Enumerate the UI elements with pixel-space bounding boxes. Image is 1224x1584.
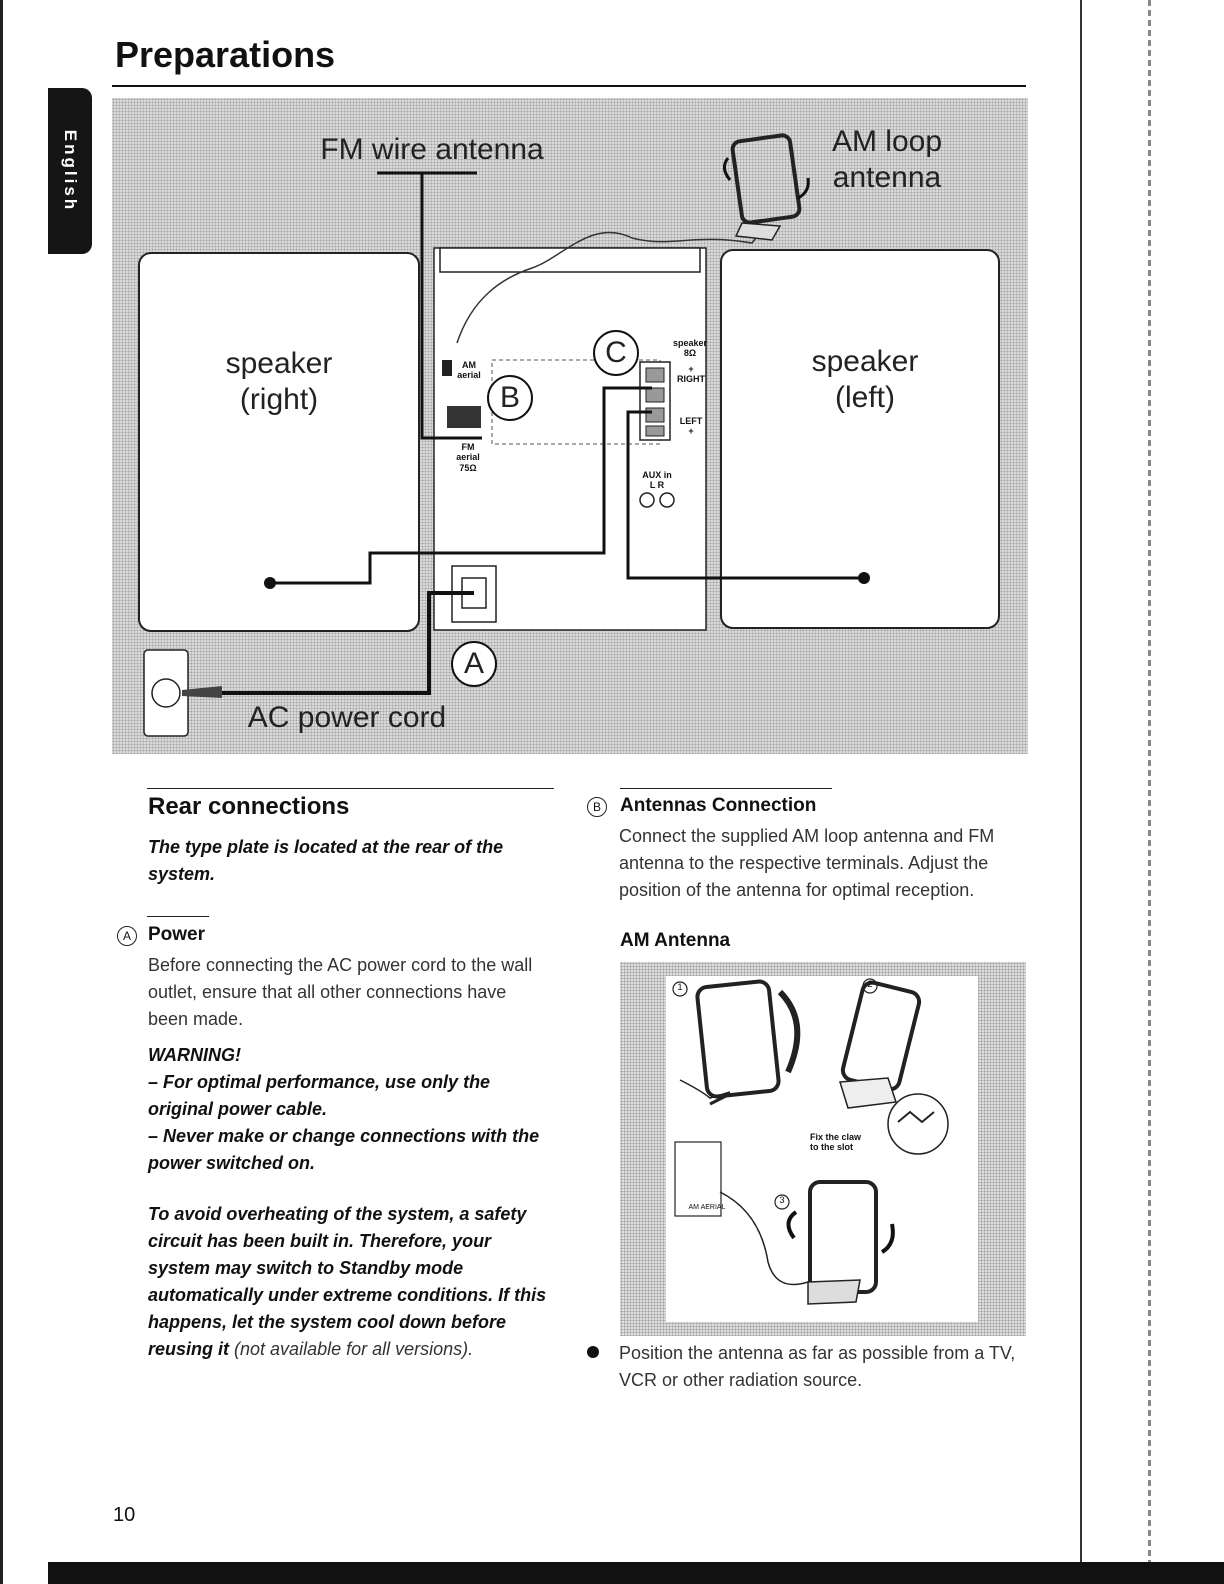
page-title: Preparations (115, 34, 336, 75)
marker-a: A (463, 647, 484, 680)
speaker-8-ohm-label: speaker 8Ω (672, 338, 708, 359)
ac-cord (222, 591, 474, 695)
title-rule (112, 85, 1026, 87)
am-antenna-figure: 1 2 3 Fix the claw to the slot AM AERIAL (620, 962, 1026, 1336)
language-tab-label: English (61, 129, 80, 213)
language-tab: English (48, 88, 92, 254)
plug (182, 686, 222, 698)
step-2-label: 2 (867, 979, 873, 989)
antennas-rule (620, 788, 832, 789)
position-antenna-text: Position the antenna as far as possible … (619, 1343, 1016, 1390)
scan-edge (0, 0, 3, 1584)
speaker-right-cable (270, 386, 652, 585)
aux-in-label: AUX in L R (642, 470, 672, 491)
rear-connections-rule (147, 788, 554, 789)
warning-item-2: – Never make or change connections with … (148, 1126, 540, 1173)
am-terminal (442, 360, 452, 376)
connection-diagram: FM wire antenna AM loop antenna speaker … (112, 98, 1028, 754)
marker-c-circle (593, 330, 639, 376)
fm-aerial-label: FM aerial 75Ω (456, 442, 480, 473)
speaker-left-box (720, 249, 1000, 629)
step-3-label: 3 (779, 1195, 785, 1205)
right-margin-strip (1148, 0, 1151, 1584)
am-antenna-heading: AM Antenna (620, 930, 731, 951)
am-loop (730, 133, 802, 225)
marker-c: C (605, 336, 627, 369)
type-plate-note: The type plate is located at the rear of… (148, 837, 504, 884)
fm-wire (377, 171, 482, 440)
antennas-text: Connect the supplied AM loop antenna and… (619, 826, 995, 900)
power-text: Before connecting the AC power cord to t… (148, 955, 533, 1029)
right-margin-rule (1080, 0, 1082, 1584)
antennas-marker: B (587, 797, 607, 817)
fm-antenna-label: FM wire antenna (320, 133, 544, 166)
connection-diagram-drawing (138, 133, 1000, 737)
speaker-right-box (138, 252, 420, 632)
am-antenna-steps-drawing (672, 978, 949, 1305)
warning-title: WARNING! (148, 1045, 241, 1065)
am-antenna-label: AM loop antenna (831, 125, 943, 194)
am-aerial-label: AM aerial (457, 360, 481, 381)
marker-a-circle (451, 641, 497, 687)
right-terminal-label: + RIGHT (677, 364, 705, 385)
fm-terminal (447, 406, 481, 428)
am-loop-base (734, 222, 782, 241)
power-heading: Power (148, 924, 206, 945)
power-rule (147, 916, 209, 917)
marker-b: B (499, 381, 520, 414)
am-rotate-arrow-left (723, 157, 732, 181)
speaker-left-label: speaker (left) (811, 345, 919, 414)
am-aerial-step-label: AM AERIAL (688, 1204, 726, 1211)
main-unit-top (439, 247, 701, 273)
am-rotate-arrow-right (797, 177, 810, 200)
warning-item-1: – For optimal performance, use only the … (148, 1072, 491, 1119)
marker-b-circle (487, 375, 533, 421)
overheat-bold-text: To avoid overheating of the system, a sa… (148, 1204, 547, 1359)
wall-outlet (143, 649, 189, 737)
antennas-heading: Antennas Connection (620, 795, 817, 816)
step-1-label: 1 (677, 982, 683, 992)
overheat-note: (not available for all versions). (234, 1339, 474, 1359)
speaker-right-label: speaker (right) (225, 347, 333, 416)
left-terminal-label: LEFT + (679, 416, 703, 437)
ac-power-cord-label: AC power cord (247, 701, 447, 734)
fix-claw-label: Fix the claw to the slot (810, 1132, 862, 1153)
am-wire (456, 229, 763, 344)
speaker-left-cable (626, 410, 864, 580)
bottom-scan-bar (48, 1562, 1224, 1584)
page-number: 10 (113, 1504, 136, 1526)
bullet-dot (587, 1346, 599, 1358)
rear-connections-heading: Rear connections (148, 793, 350, 820)
overheat-paragraph: To avoid overheating of the system, a sa… (148, 1201, 558, 1363)
power-marker: A (117, 926, 137, 946)
